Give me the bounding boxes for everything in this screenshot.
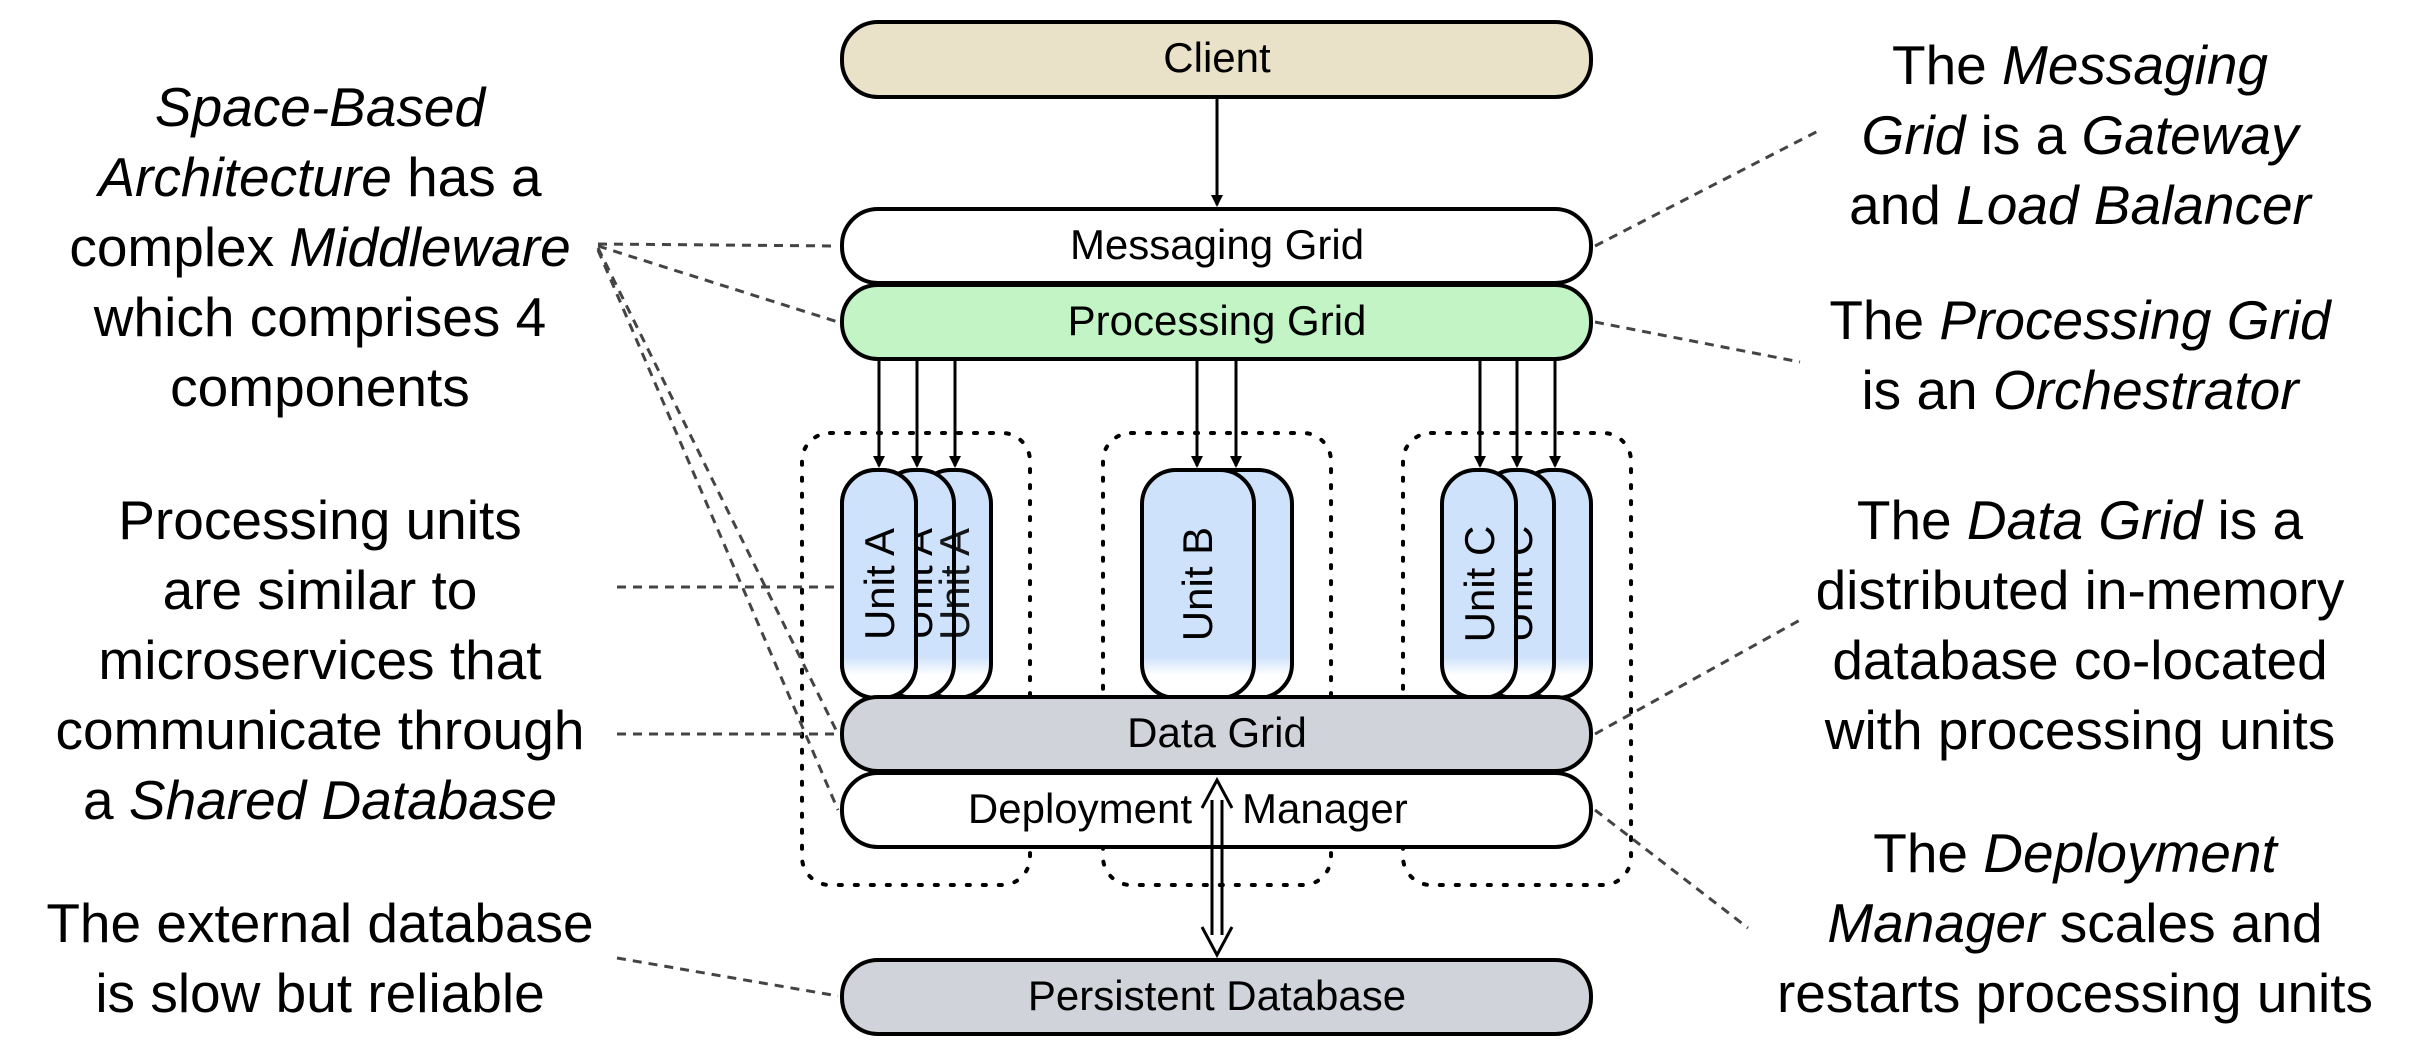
client-label: Client xyxy=(1163,34,1271,81)
note-pu-l2: are similar to xyxy=(162,559,478,621)
note-pg-l1a: The xyxy=(1829,289,1940,351)
deployment-manager-box: Deployment Manager xyxy=(840,771,1593,849)
note-msg-l1b: Messaging xyxy=(2002,34,2269,96)
note-dep-l1a: The xyxy=(1873,822,1984,884)
persistent-database-box: Persistent Database xyxy=(840,958,1593,1036)
dispatch-arrows xyxy=(873,359,1561,468)
processing-grid-box: Processing Grid xyxy=(840,283,1593,361)
note-ext-l2: is slow but reliable xyxy=(95,962,545,1024)
unit-a-stack: Unit A Unit A Unit A xyxy=(840,468,993,700)
note-middleware-l2b: has a xyxy=(391,146,542,208)
note-middleware-l2a: Architecture xyxy=(98,146,392,208)
note-dep-l2b: scales and xyxy=(2044,892,2323,954)
messaging-grid-box: Messaging Grid xyxy=(840,207,1593,285)
note-dg-l1c: is a xyxy=(2202,489,2304,551)
note-middleware-l5: components xyxy=(170,356,470,418)
deployment-database-arrow xyxy=(1200,776,1234,959)
note-pg-l2b: Orchestrator xyxy=(1992,359,2299,421)
processing-grid-label: Processing Grid xyxy=(1068,297,1367,344)
note-dep-l2a: Manager xyxy=(1827,892,2045,954)
note-pu-l1: Processing units xyxy=(118,489,522,551)
note-pu-l5b: Shared Database xyxy=(128,769,557,831)
note-processing-grid: The Processing Grid is an Orchestrator xyxy=(1760,285,2400,425)
deployment-manager-label-right: Manager xyxy=(1242,785,1408,832)
note-msg-l2a: Grid xyxy=(1861,104,1966,166)
note-pg-l1b: Processing Grid xyxy=(1939,289,2331,351)
note-processing-units: Processing units are similar to microser… xyxy=(20,485,620,835)
client-box: Client xyxy=(840,20,1593,99)
note-middleware-l3b: Middleware xyxy=(289,216,571,278)
note-middleware: Space-Based Architecture has a complex M… xyxy=(20,72,620,422)
note-dep-l3: restarts processing units xyxy=(1776,962,2374,1024)
unit-b-label: Unit B xyxy=(1174,527,1221,641)
note-msg-l2c: Gateway xyxy=(2081,104,2299,166)
note-msg-l2b: is a xyxy=(1965,104,2082,166)
note-dg-l3: database co-located xyxy=(1832,629,2328,691)
note-dg-l1b: Data Grid xyxy=(1966,489,2203,551)
note-external-db: The external database is slow but reliab… xyxy=(5,888,635,1028)
note-pu-l3: microservices that xyxy=(98,629,542,691)
unit-c-label: Unit C xyxy=(1456,526,1503,643)
unit-a-label: Unit A xyxy=(856,528,903,640)
data-grid-box: Data Grid xyxy=(840,695,1593,773)
note-dep-l1b: Deployment xyxy=(1983,822,2277,884)
note-pu-l4: communicate through xyxy=(55,699,585,761)
note-dg-l1a: The xyxy=(1856,489,1967,551)
note-middleware-l3a: complex xyxy=(69,216,290,278)
note-ext-l1: The external database xyxy=(46,892,594,954)
note-dg-l4: with processing units xyxy=(1824,699,2336,761)
note-middleware-l1: Space-Based xyxy=(154,76,486,138)
deployment-manager-label-left: Deployment xyxy=(968,785,1192,832)
note-pu-l5a: a xyxy=(83,769,129,831)
note-middleware-l4: which comprises 4 xyxy=(93,286,547,348)
data-grid-label: Data Grid xyxy=(1127,709,1307,756)
unit-a-label-back2: Unit A xyxy=(931,528,978,640)
unit-c-stack: Unit C Unit C xyxy=(1440,468,1593,700)
note-data-grid: The Data Grid is a distributed in-memory… xyxy=(1760,485,2400,765)
note-msg-l3b: Load Balancer xyxy=(1956,174,2311,236)
note-msg-l1a: The xyxy=(1891,34,2003,96)
dashed-connectors xyxy=(596,128,1821,998)
persistent-database-label: Persistent Database xyxy=(1028,972,1406,1019)
unit-b-stack: Unit B xyxy=(1140,468,1294,700)
note-pg-l2a: is an xyxy=(1861,359,1993,421)
note-dg-l2: distributed in-memory xyxy=(1815,559,2345,621)
note-deployment: The Deployment Manager scales and restar… xyxy=(1735,818,2415,1028)
note-msg-l3a: and xyxy=(1849,174,1957,236)
messaging-grid-label: Messaging Grid xyxy=(1070,221,1364,268)
note-messaging: The Messaging Grid is a Gateway and Load… xyxy=(1760,30,2400,240)
